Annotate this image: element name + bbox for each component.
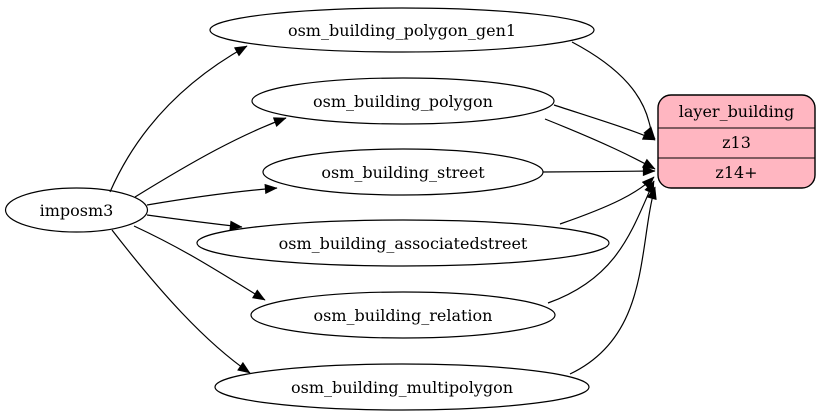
layer-building-row-z13: z13 [722,133,751,152]
edge-street-to-z14plus [542,165,656,177]
layer-building-record [657,94,816,189]
node-osm-building-polygon: osm_building_polygon [251,77,555,125]
imposm3-label: imposm3 [40,201,114,220]
imposm3-ellipse [4,187,149,233]
node-osm-building-multipolygon: osm_building_multipolygon [214,363,590,411]
node-layer-building: layer_building z13 z14+ [657,94,816,189]
edge-multipolygon-to-z14plus [569,186,657,375]
layer-building-title: layer_building [679,102,795,121]
edge-imposm3-to-associatedstreet [146,214,243,231]
edge-polygon-to-z14plus [544,118,656,170]
edge-associatedstreet-to-z14plus [559,176,655,225]
edge-imposm3-to-polygon-gen1 [109,45,248,193]
osm-building-polygon-label: osm_building_polygon [313,92,493,111]
osm-building-multipolygon-ellipse [214,363,590,411]
layer-building-row-z14plus: z14+ [715,163,757,182]
edge-imposm3-to-street [146,183,278,206]
osm-building-polygon-gen1-label: osm_building_polygon_gen1 [288,21,516,40]
edge-imposm3-to-multipolygon [111,229,251,374]
osm-building-polygon-gen1-ellipse [209,7,595,53]
node-osm-building-street: osm_building_street [262,148,544,196]
osm-building-associatedstreet-label: osm_building_associatedstreet [279,234,528,253]
osm-building-relation-label: osm_building_relation [314,306,493,325]
osm-building-relation-ellipse [250,291,556,339]
node-osm-building-associatedstreet: osm_building_associatedstreet [196,219,610,267]
edge-relation-to-z14plus [547,180,655,304]
edge-imposm3-to-relation [133,225,266,301]
osm-building-associatedstreet-ellipse [196,219,610,267]
osm-building-multipolygon-label: osm_building_multipolygon [291,378,513,397]
edge-imposm3-to-polygon [134,117,287,198]
osm-building-street-label: osm_building_street [321,163,485,182]
osm-building-polygon-ellipse [251,77,555,125]
node-osm-building-polygon-gen1: osm_building_polygon_gen1 [209,7,595,53]
node-osm-building-relation: osm_building_relation [250,291,556,339]
node-imposm3: imposm3 [4,187,149,233]
edge-polygon-to-z13 [553,104,656,141]
